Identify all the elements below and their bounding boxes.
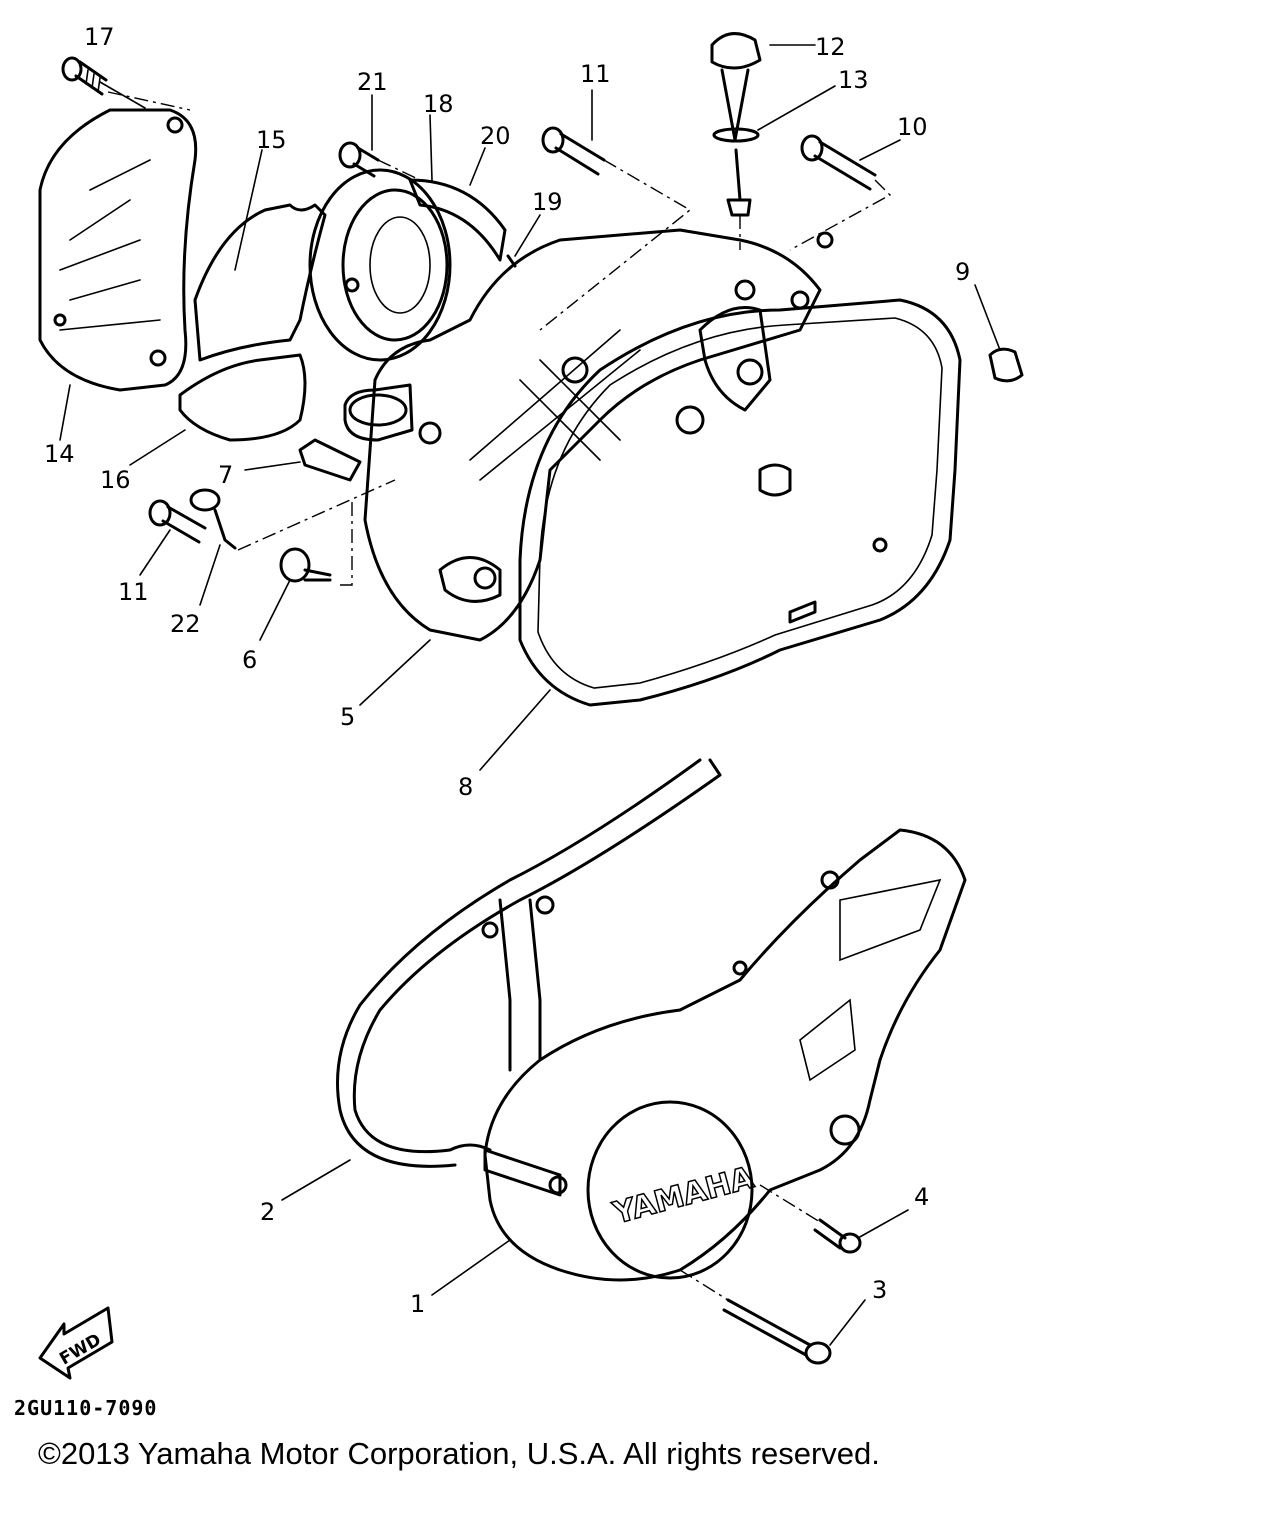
copyright-notice: ©2013 Yamaha Motor Corporation, U.S.A. A… [38, 1436, 880, 1471]
callout-labels: 17 15 21 18 20 19 11 12 13 10 9 14 16 7 … [44, 23, 970, 1318]
callout-18: 18 [423, 90, 454, 118]
callout-16: 16 [100, 466, 131, 494]
callout-6: 6 [242, 646, 257, 674]
part-14-outer-cover [38, 108, 198, 392]
callout-20: 20 [480, 122, 511, 150]
part-3-screw [722, 1298, 832, 1365]
callout-17: 17 [84, 23, 115, 51]
part-20-seal-ring [408, 178, 507, 262]
fwd-arrow-icon: FWD [38, 1306, 114, 1380]
callout-21: 21 [357, 68, 388, 96]
callout-2: 2 [260, 1198, 275, 1226]
callout-7: 7 [218, 461, 233, 489]
drawing-code: 2GU110-7090 [14, 1396, 158, 1420]
callout-9: 9 [955, 258, 970, 286]
part-4-screw [813, 1218, 862, 1254]
part-13-o-ring [712, 127, 760, 217]
callout-1: 1 [410, 1290, 425, 1318]
assembly-lines [107, 91, 892, 1301]
callout-19: 19 [532, 188, 563, 216]
callout-10: 10 [897, 113, 928, 141]
part-9-cap [988, 347, 1024, 383]
callout-22: 22 [170, 610, 201, 638]
part-2-gasket [336, 758, 722, 1168]
part-16-gasket [178, 353, 307, 442]
part-11-bolt-upper [541, 126, 606, 176]
callout-4: 4 [914, 1183, 929, 1211]
part-22-clip [189, 488, 237, 550]
callout-12: 12 [815, 33, 846, 61]
callout-8: 8 [458, 773, 473, 801]
part-11-bolt-lower [148, 499, 207, 544]
part-6-plug [279, 547, 332, 583]
callout-13: 13 [838, 66, 869, 94]
part-18-pulley [308, 168, 452, 362]
callout-14: 14 [44, 440, 75, 468]
callout-11-lower: 11 [118, 578, 149, 606]
svg-text:FWD: FWD [56, 1330, 105, 1370]
part-1-magneto-cover: YAMAHA [483, 828, 967, 1282]
callout-3: 3 [872, 1276, 887, 1304]
callout-15: 15 [256, 126, 287, 154]
callout-5: 5 [340, 703, 355, 731]
part-8-cover-gasket [518, 298, 962, 707]
part-15-seal [193, 203, 327, 362]
part-7-pad [298, 438, 362, 482]
part-21-bolt [338, 141, 380, 178]
part-5-crankcase-cover [343, 228, 834, 642]
leader-lines [59, 44, 1001, 1346]
part-10-bolt [800, 134, 877, 191]
part-12-dipstick-cap [710, 32, 762, 142]
part-17-bolt [61, 56, 108, 96]
callout-11-upper: 11 [580, 60, 611, 88]
cover-logo: YAMAHA [609, 1160, 758, 1231]
